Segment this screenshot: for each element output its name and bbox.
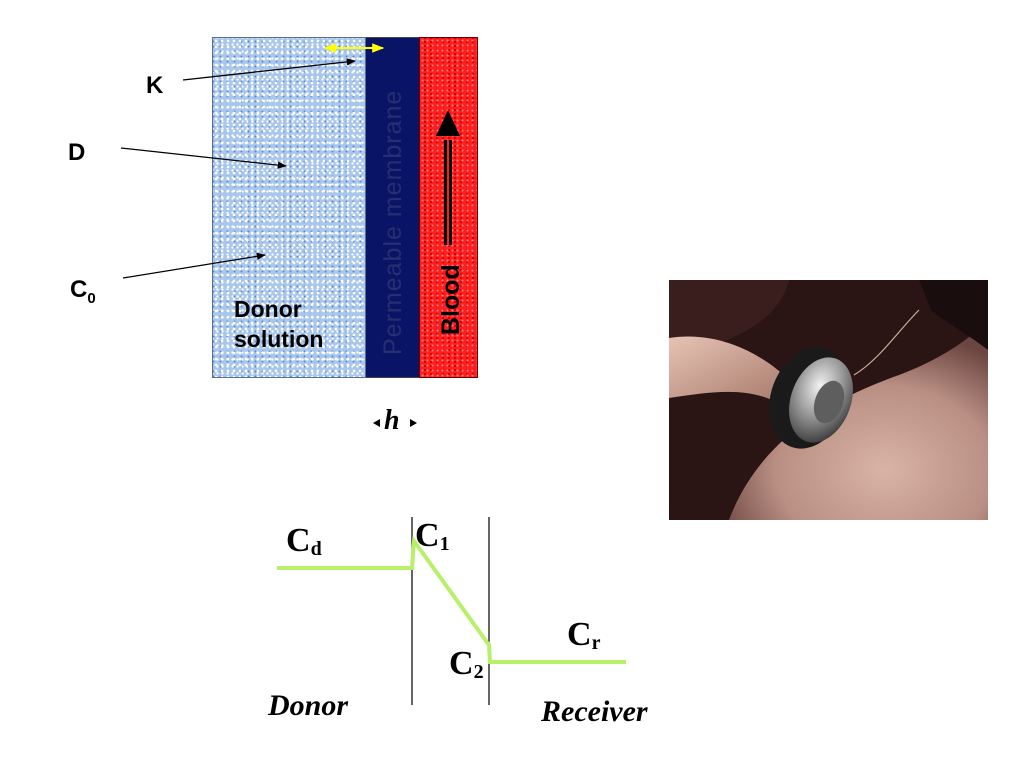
stethoscope-photo — [669, 280, 988, 520]
c1-label: C1 — [415, 517, 450, 556]
thickness-h-label: h — [384, 405, 400, 436]
cd-label: Cd — [286, 522, 322, 561]
h-left-arrow — [373, 419, 380, 427]
c2-label-sub: 2 — [473, 661, 484, 683]
c1-label-main: C — [415, 517, 440, 554]
cr-label-main: C — [567, 616, 592, 653]
donor-region-label: Donor — [268, 689, 349, 722]
donor-solution-line2: solution — [234, 326, 324, 352]
k-pointer-arrow — [182, 58, 356, 81]
c0-pointer-arrow — [122, 252, 266, 279]
blood-flow-arrow — [436, 110, 460, 245]
c2-label-main: C — [449, 645, 474, 682]
donor-solution-label: Donor solution — [234, 294, 323, 354]
k-label: K — [146, 72, 164, 99]
receiver-region-label: Receiver — [541, 695, 648, 728]
c0-label: C0 — [70, 276, 96, 307]
c1-label-sub: 1 — [439, 533, 450, 555]
permeable-membrane-region — [366, 37, 419, 378]
donor-solution-line1: Donor — [234, 296, 302, 322]
stethoscope-icon — [669, 280, 988, 520]
cr-label-sub: r — [591, 632, 601, 654]
d-pointer-arrow — [120, 147, 287, 169]
c0-label-sub: 0 — [87, 289, 96, 307]
concentration-profile-line — [277, 535, 626, 664]
c0-label-main: C — [70, 276, 88, 303]
donor-solution-region — [212, 37, 366, 378]
d-label: D — [68, 139, 86, 166]
cd-label-sub: d — [310, 538, 322, 560]
cr-label: Cr — [567, 616, 600, 655]
c2-label: C2 — [449, 645, 484, 684]
h-right-arrow — [410, 419, 417, 427]
cd-label-main: C — [286, 522, 311, 559]
